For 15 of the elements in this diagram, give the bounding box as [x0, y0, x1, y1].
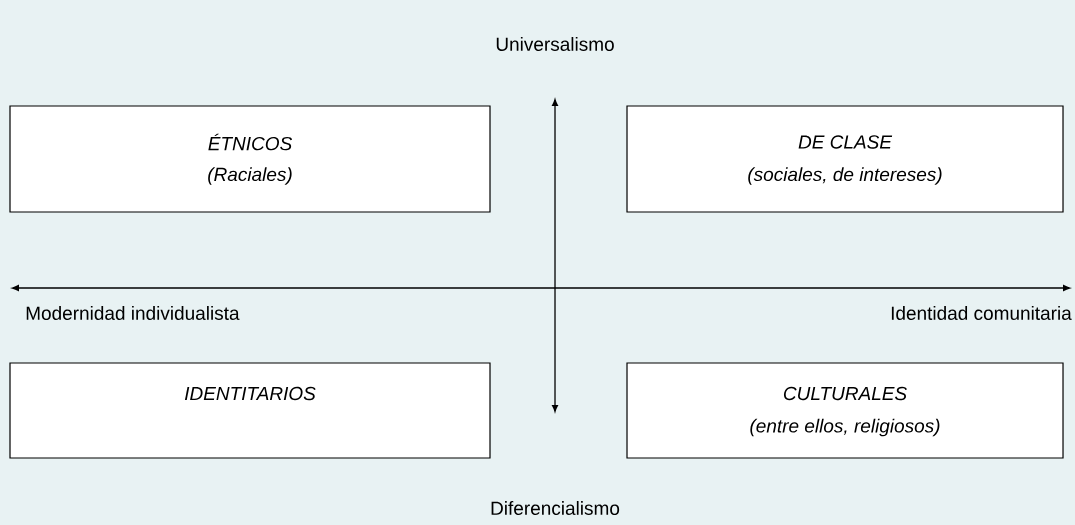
box-text: (entre ellos, religiosos)	[750, 418, 940, 437]
box-text: DE CLASE	[798, 135, 893, 149]
category-box	[9, 105, 491, 213]
axis-label: Diferencialismo	[491, 501, 620, 515]
axis-label: Identidad comunitaria	[891, 306, 1072, 320]
box-text: (Raciales)	[208, 167, 292, 185]
box-text: (sociales, de intereses)	[748, 167, 942, 185]
box-text: IDENTITARIOS	[184, 386, 316, 401]
box-text: CULTURALES	[783, 386, 907, 401]
axis-label: Modernidad individualista	[26, 306, 240, 320]
category-box	[626, 362, 1064, 459]
category-box	[9, 362, 491, 459]
axis-label: Universalismo	[496, 37, 614, 51]
box-text: ÉTNICOS	[208, 133, 293, 151]
category-box	[626, 105, 1064, 213]
